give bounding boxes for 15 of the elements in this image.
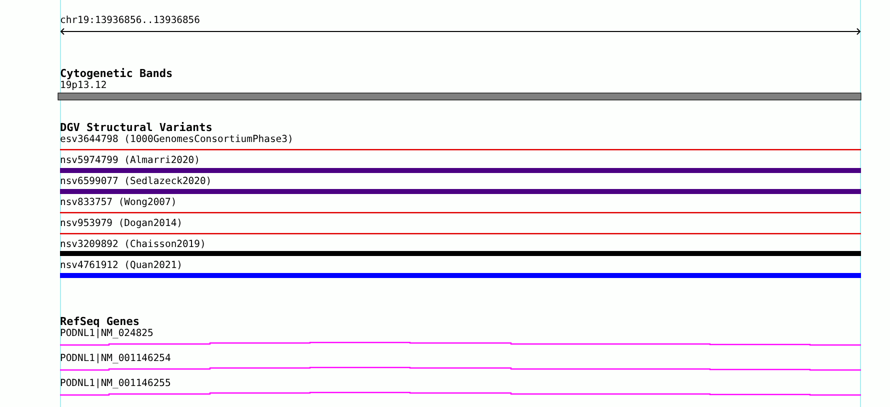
feature-label: 19p13.12	[60, 80, 107, 92]
feature-label: esv3644798 (1000GenomesConsortiumPhase3)	[60, 134, 294, 146]
feature-label: nsv5974799 (Almarri2020)	[60, 155, 200, 167]
feature-label: nsv953979 (Dogan2014)	[60, 218, 182, 230]
feature-label: PODNL1|NM_001146254	[60, 353, 171, 365]
feature-label: nsv833757 (Wong2007)	[60, 197, 177, 209]
feature-label: PODNL1|NM_024825	[60, 328, 154, 340]
track-title: Cytogenetic Bands	[60, 68, 173, 80]
feature-label: PODNL1|NM_001146255	[60, 378, 171, 390]
track-title: DGV Structural Variants	[60, 122, 212, 134]
feature-label: nsv3209892 (Chaisson2019)	[60, 239, 206, 251]
track-title: RefSeq Genes	[60, 316, 140, 328]
coordinate-label: chr19:13936856..13936856	[60, 15, 200, 27]
feature-label: nsv4761912 (Quan2021)	[60, 260, 182, 272]
feature-label: nsv6599077 (Sedlazeck2020)	[60, 176, 212, 188]
